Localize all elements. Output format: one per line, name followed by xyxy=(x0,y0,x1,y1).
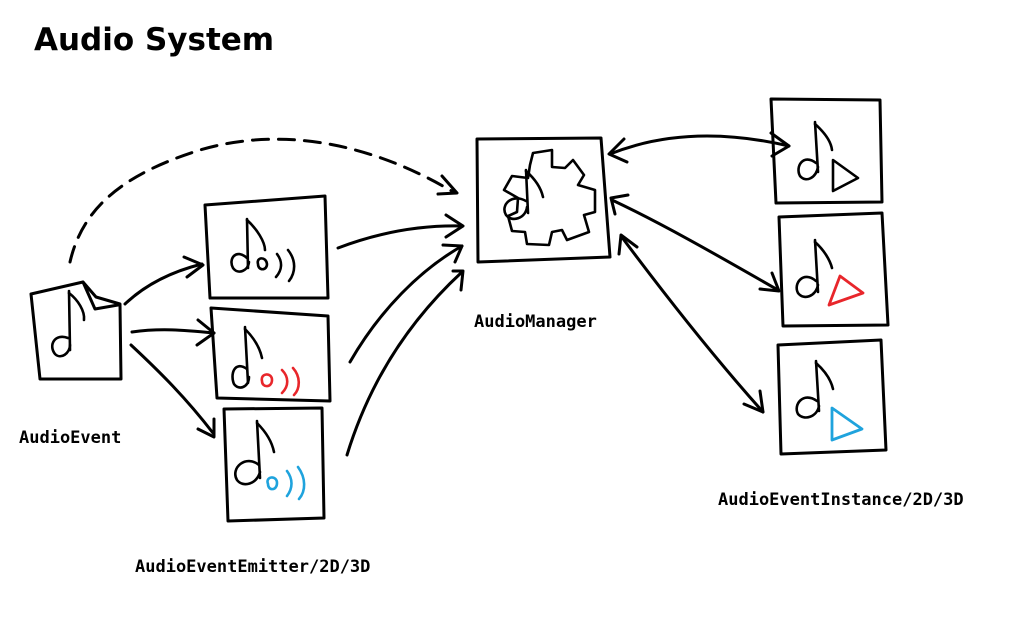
arrow-emitter-2d-to-manager xyxy=(348,244,464,364)
arrow-event-to-emitter-3d xyxy=(129,343,215,435)
diagram-title: Audio System xyxy=(34,22,275,58)
music-note-play-blue-icon xyxy=(776,338,888,456)
arrow-event-to-emitter xyxy=(123,262,204,306)
audio-event-label: AudioEvent xyxy=(19,428,122,448)
music-note-emitter-icon xyxy=(203,194,330,300)
music-note-play-icon xyxy=(769,97,884,205)
audio-manager-label: AudioManager xyxy=(474,312,597,332)
music-note-emitter-blue-icon xyxy=(222,406,326,523)
arrow-event-to-emitter-2d xyxy=(130,328,216,335)
arrow-manager-to-instance-3d xyxy=(619,234,765,414)
arrowhead-dashed xyxy=(436,174,459,196)
music-note-emitter-red-icon xyxy=(209,306,332,403)
music-note-play-red-icon xyxy=(777,211,890,328)
audio-event-emitter-label: AudioEventEmitter/2D/3D xyxy=(135,557,371,577)
arrow-manager-to-instance xyxy=(608,134,791,156)
audio-event-instance-label: AudioEventInstance/2D/3D xyxy=(718,490,964,510)
music-note-gear-icon xyxy=(475,136,612,264)
arrow-emitter-to-manager xyxy=(336,224,464,250)
dashed-connection-event-to-manager xyxy=(68,137,457,264)
music-note-file-icon xyxy=(29,280,123,381)
arrow-emitter-3d-to-manager xyxy=(345,270,464,457)
arrow-manager-to-instance-2d xyxy=(610,198,780,292)
